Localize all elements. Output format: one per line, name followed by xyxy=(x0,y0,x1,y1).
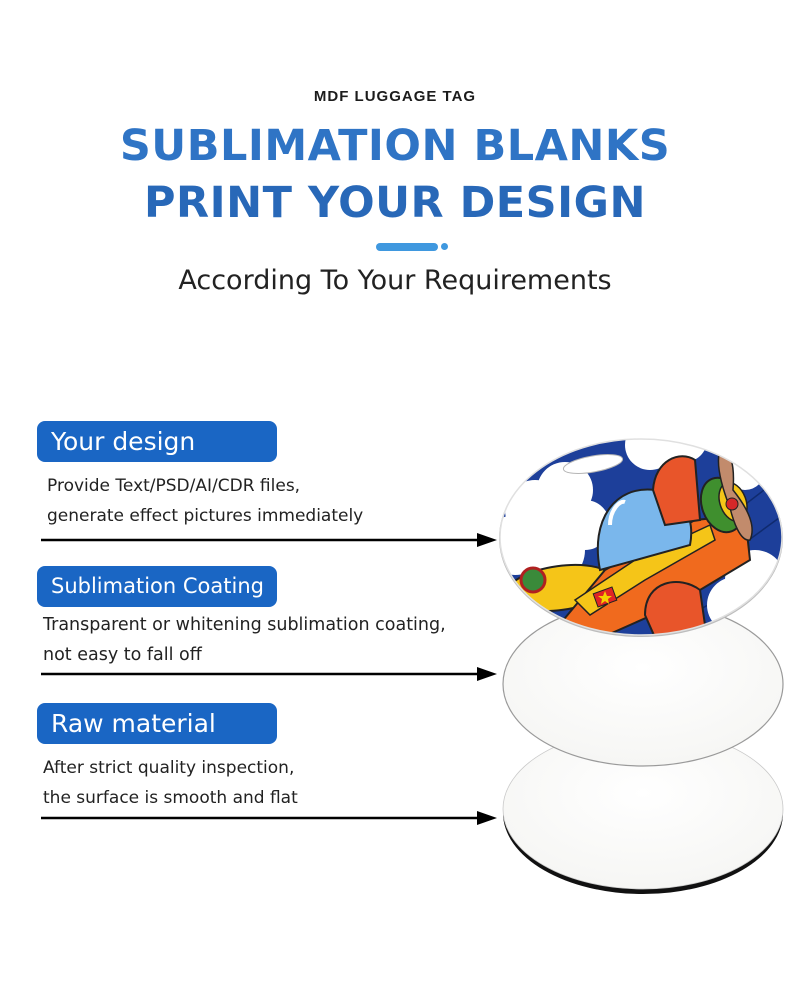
feature-desc-line: Transparent or whitening sublimation coa… xyxy=(43,615,446,635)
feature-label: Raw material xyxy=(37,703,277,744)
headline-line-1: SUBLIMATION BLANKS xyxy=(119,121,671,171)
arrow-right-icon xyxy=(41,811,497,825)
feature-description: After strict quality inspection, the sur… xyxy=(43,753,298,813)
arrow-right-icon xyxy=(41,667,497,681)
feature-description: Transparent or whitening sublimation coa… xyxy=(43,610,446,670)
subtitle: According To Your Requirements xyxy=(178,265,612,296)
printed-design-layer xyxy=(499,438,783,637)
feature-desc-line: After strict quality inspection, xyxy=(43,758,295,778)
luggage-tag-layers-image xyxy=(499,438,784,894)
feature-desc-line: not easy to fall off xyxy=(43,645,202,665)
feature-desc-line: the surface is smooth and flat xyxy=(43,788,298,808)
accent-dot xyxy=(441,243,448,250)
arrow-right-icon xyxy=(41,533,497,547)
feature-desc-line: generate effect pictures immediately xyxy=(47,506,364,526)
feature-desc-line: Provide Text/PSD/AI/CDR files, xyxy=(47,476,301,496)
accent-bar xyxy=(376,243,438,251)
eyebrow-title: MDF LUGGAGE TAG xyxy=(313,88,477,105)
headline-line-2: PRINT YOUR DESIGN xyxy=(144,178,646,228)
mdf-raw-material-layer xyxy=(502,728,784,894)
feature-description: Provide Text/PSD/AI/CDR files, generate … xyxy=(47,471,363,531)
feature-label: Sublimation Coating xyxy=(37,566,277,607)
feature-label: Your design xyxy=(37,421,277,462)
